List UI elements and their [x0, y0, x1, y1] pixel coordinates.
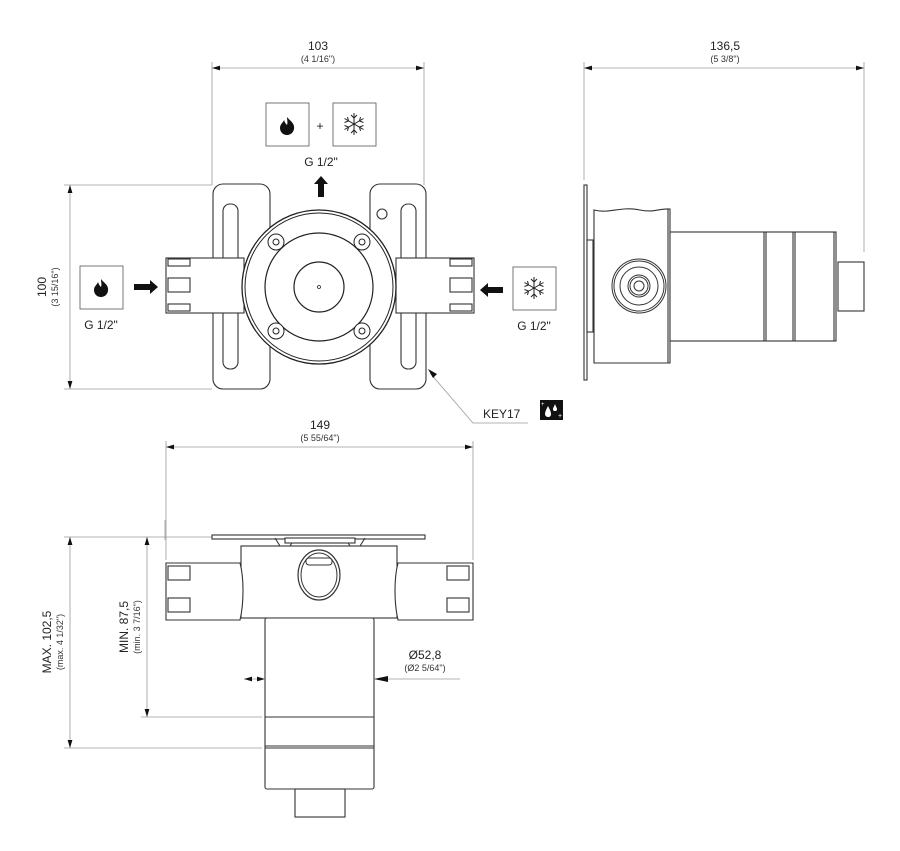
front-view: 103 (4 1/16") 100 (3 15/16") + G 1/2" — [35, 39, 563, 424]
left-arrow-icon — [480, 283, 503, 297]
hot-inlet-thread-label: G 1/2" — [84, 318, 118, 332]
key-label: KEY17 — [483, 407, 521, 421]
max-depth-dim-value: MAX. 102,5 — [40, 610, 54, 673]
height-dim-inch: (3 15/16") — [50, 267, 60, 306]
top-right-fitting — [394, 562, 474, 621]
height-dim-value: 100 — [35, 277, 49, 297]
cold-inlet-thread-label: G 1/2" — [517, 319, 551, 333]
side-width-dim-inch: (5 3/8") — [710, 54, 739, 64]
top-left-fitting — [165, 562, 244, 621]
max-depth-dim-inch: (max. 4 1/32") — [55, 614, 65, 670]
up-arrow-icon — [314, 176, 328, 197]
plus-sign: + — [316, 119, 323, 133]
top-width-dim-inch: (5 55/64") — [300, 433, 339, 443]
svg-text:+: + — [558, 413, 562, 420]
outlet-thread-label: G 1/2" — [304, 155, 338, 169]
flame-icon-box — [265, 102, 310, 147]
width-dim-value: 103 — [308, 39, 328, 53]
cold-inlet-icon-box — [512, 266, 557, 311]
side-body — [593, 208, 671, 364]
diameter-dim-inch: (Ø2 5/64") — [404, 663, 445, 673]
svg-text:+: + — [541, 402, 545, 408]
min-depth-dim-inch: (min. 3 7/16") — [132, 600, 142, 654]
side-view: 136,5 (5 3/8") — [583, 39, 865, 381]
top-width-dim-value: 149 — [310, 418, 330, 432]
min-depth-dim-value: MIN. 87,5 — [117, 601, 131, 653]
side-cylinder — [669, 231, 837, 342]
width-dim-inch: (4 1/16") — [301, 54, 335, 64]
top-cylinder — [264, 617, 375, 790]
side-width-dim-value: 136,5 — [710, 39, 740, 53]
diameter-dim-value: Ø52,8 — [409, 648, 442, 662]
right-arrow-icon — [134, 280, 158, 294]
top-view: 149 (5 55/64") MAX. 102,5 (max. 4 1/32")… — [40, 418, 474, 818]
